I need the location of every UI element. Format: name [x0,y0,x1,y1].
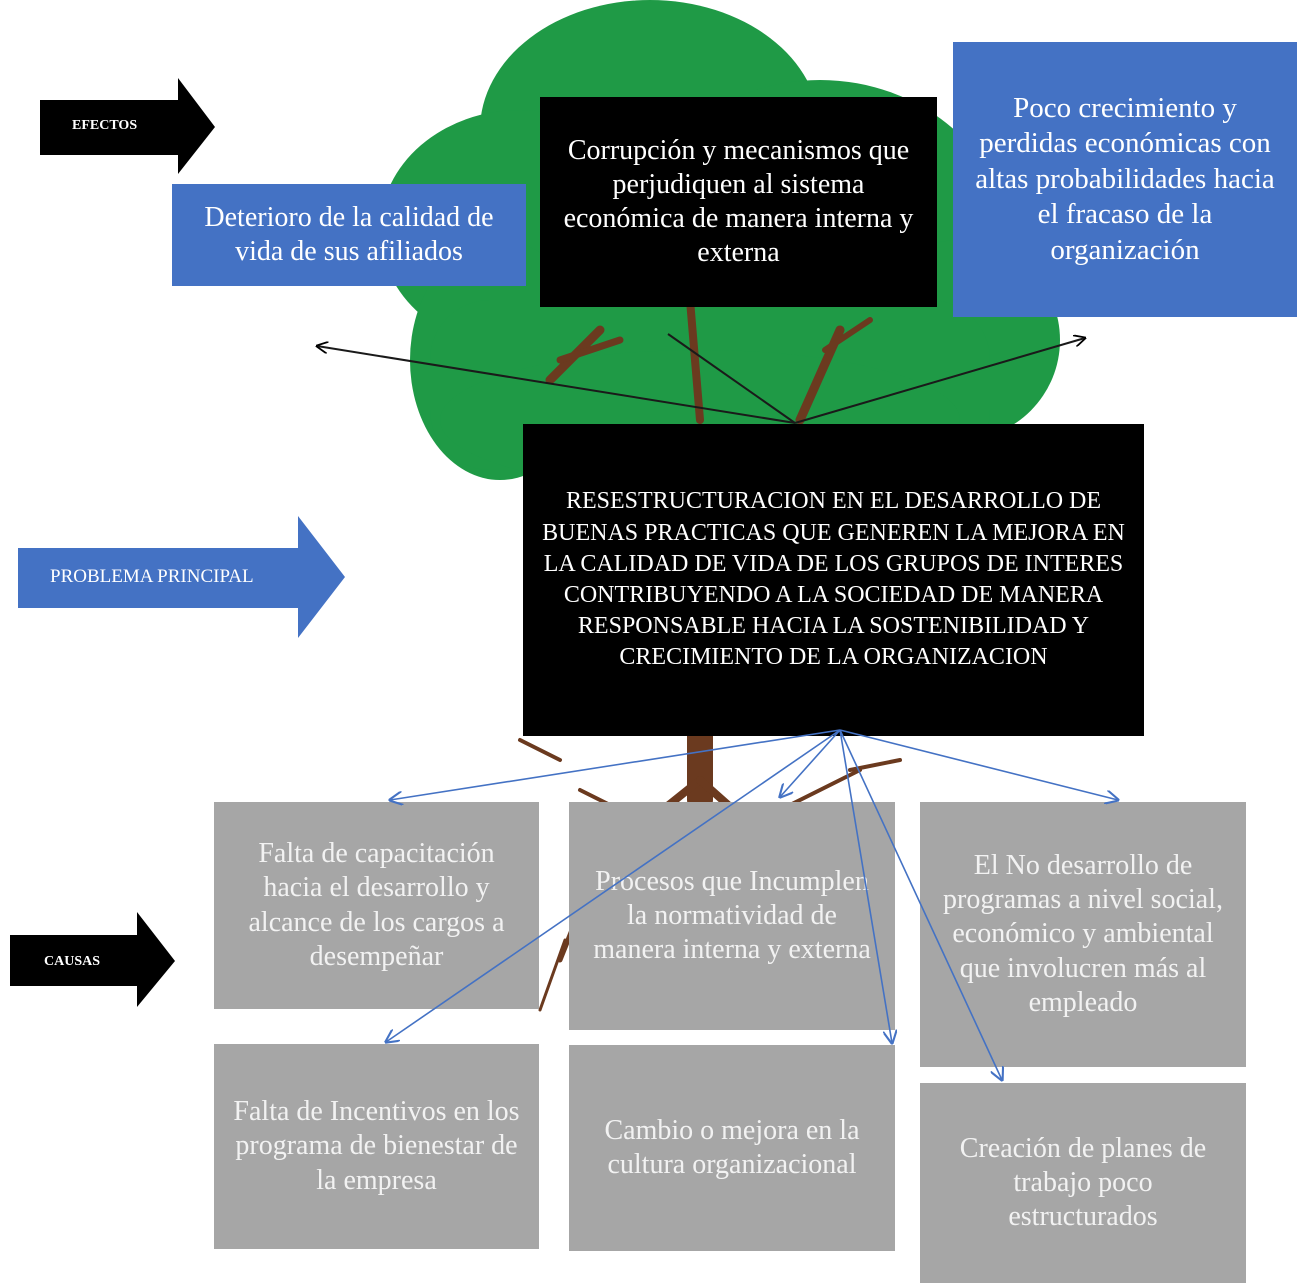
main-problem-box: RESESTRUCTURACION EN EL DESARROLLO DE BU… [523,424,1144,736]
cause-text-1: Falta de capacitación hacia el desarroll… [248,838,505,972]
cause-text-5: Cambio o mejora en la cultura organizaci… [604,1114,860,1180]
cause-box-2: Procesos que Incumplen la normatividad d… [569,802,895,1030]
cause-text-3: El No desarrollo de programas a nivel so… [943,850,1223,1018]
cause-box-6: Creación de planes de trabajo poco estru… [920,1083,1246,1283]
cause-box-4: Falta de Incentivos en los programa de b… [214,1044,539,1249]
cause-box-5: Cambio o mejora en la cultura organizaci… [569,1045,895,1251]
problem-arrow-shape [18,516,345,638]
main-problem-label: PROBLEMA PRINCIPAL [50,566,254,587]
cause-box-3: El No desarrollo de programas a nivel so… [920,802,1246,1067]
effects-arrow-shape [40,78,215,174]
main-problem-text: RESESTRUCTURACION EN EL DESARROLLO DE BU… [542,488,1125,671]
effect-text-1: Deterioro de la calidad de vida de sus a… [204,201,494,267]
effect-box-2: Corrupción y mecanismos que perjudiquen … [540,97,937,307]
effect-text-3: Poco crecimiento y perdidas económicas c… [975,92,1275,266]
effect-box-3: Poco crecimiento y perdidas económicas c… [953,42,1297,317]
effects-label: EFECTOS [72,118,138,133]
cause-box-1: Falta de capacitación hacia el desarroll… [214,802,539,1009]
cause-text-2: Procesos que Incumplen la normatividad d… [593,865,871,966]
cause-text-4: Falta de Incentivos en los programa de b… [233,1096,520,1196]
causes-label: CAUSAS [44,954,101,969]
cause-text-6: Creación de planes de trabajo poco estru… [959,1132,1207,1233]
effect-text-2: Corrupción y mecanismos que perjudiquen … [563,134,914,269]
causes-arrow-shape [10,912,175,1007]
effect-box-1: Deterioro de la calidad de vida de sus a… [172,184,526,286]
